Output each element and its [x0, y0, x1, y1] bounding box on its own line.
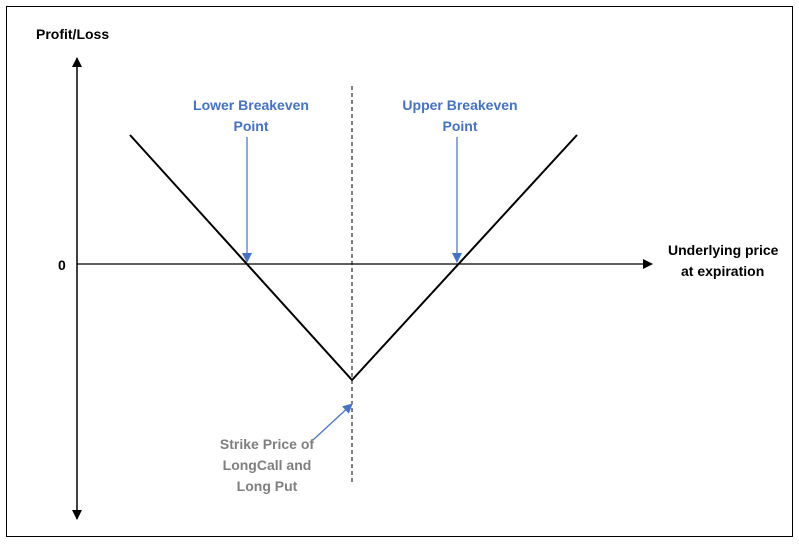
x-axis-label-line1: Underlying price — [668, 242, 779, 258]
lower-breakeven-label-line2: Point — [234, 118, 269, 134]
strike-label-line2: LongCall and — [223, 457, 312, 473]
y-axis-label: Profit/Loss — [36, 26, 109, 42]
upper-breakeven-label-line2: Point — [443, 118, 478, 134]
zero-label: 0 — [58, 257, 66, 273]
x-axis-label-line2: at expiration — [681, 263, 764, 279]
strike-label-line3: Long Put — [237, 478, 298, 494]
strike-arrow — [312, 403, 353, 441]
strike-label-line1: Strike Price of — [220, 436, 314, 452]
outer-border — [6, 6, 793, 537]
lower-breakeven-label-line1: Lower Breakeven — [193, 97, 309, 113]
upper-breakeven-label-line1: Upper Breakeven — [402, 97, 517, 113]
payoff-line — [129, 134, 578, 382]
